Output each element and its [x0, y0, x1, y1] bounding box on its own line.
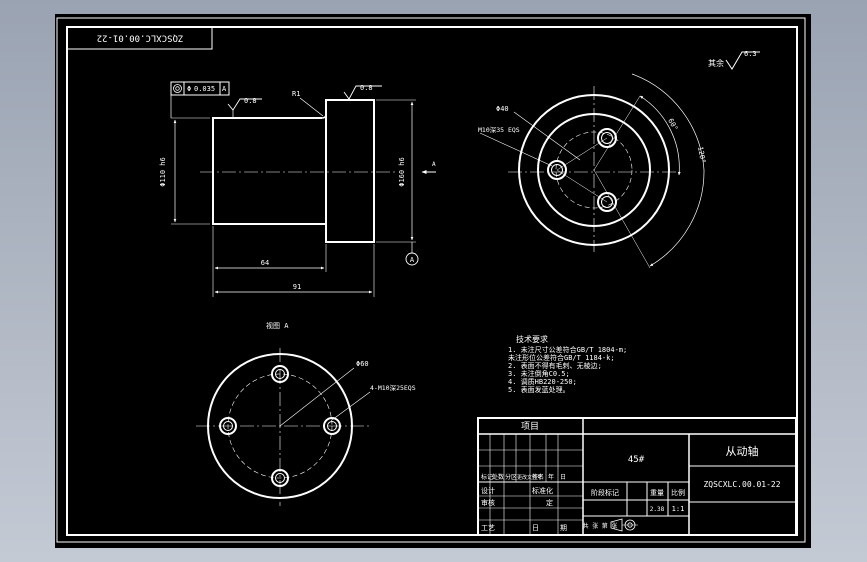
weight-value: 2.38 [650, 506, 665, 513]
process-label: 工艺 [481, 524, 495, 532]
rotated-drawing-number-box: ZQSCXLC.00.01-22 [66, 26, 213, 50]
diameter-right-label: Φ160 h6 [398, 157, 406, 187]
tech-req-line: 未注形位公差符合GB/T 1184-k; [508, 353, 615, 362]
tolerance-datum: A [222, 85, 227, 93]
revision-doc-header: 更改文件号 [517, 474, 542, 481]
datum-circle [405, 252, 419, 266]
title-block-text: 项目 45# 从动轴 ZQSCXLC.00.01-22 阶段标记 重量 比例 2… [481, 421, 781, 532]
circle-dia-label: Φ40 [496, 105, 509, 113]
technical-requirements: 技术要求 1. 未注尺寸公差符合GB/T 1804-m; 未注形位公差符合GB/… [508, 334, 627, 394]
roughness-icon-2 [343, 85, 382, 100]
tech-req-line: 3. 未注倒角C0.5; [508, 369, 570, 378]
dim-91: 91 [293, 283, 301, 291]
revision-sign-header: 签名 [532, 473, 544, 481]
dim-64: 64 [261, 259, 269, 267]
scale-value: 1:1 [672, 505, 685, 513]
view-a-title: 视图 A [266, 321, 289, 330]
scale-label: 比例 [671, 488, 685, 497]
hole-thread-label: M10深35 EQS [478, 125, 520, 134]
concentricity-icon [173, 84, 182, 93]
roughness-other: 其余 6.3 [708, 50, 760, 70]
tech-req-line: 5. 表面发蓝处理。 [508, 385, 570, 394]
view-a: 视图 A Φ60 4-M10深25EQS [196, 321, 416, 506]
front-view: R1 Φ 0.035 A 0.8 0.8 Φ110 h6 Φ160 h6 A [159, 81, 436, 297]
rotated-drawing-number: ZQSCXLC.00.01-22 [97, 33, 184, 43]
drawing-viewport[interactable] [55, 14, 811, 548]
review-label: 审核 [481, 498, 495, 507]
roughness-value-2: 0.8 [360, 84, 373, 92]
title-block [477, 417, 797, 536]
date-label-1: 日 [532, 524, 539, 532]
sheet-info: 共 张 第 张 [583, 522, 618, 530]
approve-label: 定 [546, 498, 553, 507]
material-label: 45# [628, 455, 645, 465]
standardization-label: 标准化 [532, 486, 553, 495]
weight-label: 重量 [650, 489, 664, 497]
tolerance-frame [170, 81, 230, 96]
revision-count-header: 处数 [492, 473, 504, 481]
tech-req-line: 4. 调质HB220-250; [508, 377, 577, 386]
diameter-left-label: Φ110 h6 [159, 157, 167, 187]
svg-text:Φ: Φ [187, 85, 191, 93]
part-name: 从动轴 [726, 444, 759, 458]
roughness-other-value: 6.3 [744, 50, 757, 58]
tech-req-line: 1. 未注尺寸公差符合GB/T 1804-m; [508, 345, 627, 354]
revision-year-header: 年 [548, 473, 554, 481]
projection-symbol-icon [610, 518, 638, 532]
tech-req-line: 2. 表面不得有毛刺、无棱边; [508, 361, 602, 370]
sheet-outer-border [56, 17, 806, 543]
section-label: A [432, 161, 436, 168]
radius-label: R1 [292, 90, 300, 98]
sheet-inner-border [66, 26, 798, 536]
roughness-symbol-icon [725, 51, 760, 70]
project-label: 项目 [521, 421, 539, 432]
design-label: 设计 [481, 486, 495, 495]
roughness-other-label: 其余 [708, 58, 724, 68]
revision-mark-header: 标记 [481, 473, 493, 481]
drawing-number: ZQSCXLC.00.01-22 [703, 480, 780, 489]
stage-mark-label: 阶段标记 [591, 488, 619, 497]
revision-zone-header: 分区 [505, 473, 517, 481]
tolerance-value: 0.035 [194, 85, 215, 93]
roughness-icon-1 [227, 98, 262, 111]
date-label-2: 期 [560, 524, 567, 532]
tech-req-title: 技术要求 [516, 334, 548, 344]
datum-label: A [410, 256, 415, 264]
angle-120-label: 120° [696, 146, 707, 164]
side-view: 60° 120° Φ40 M10深35 EQS [478, 73, 707, 269]
view-a-holes-label: 4-M10深25EQS [370, 383, 416, 392]
view-a-dia-label: Φ60 [356, 360, 369, 368]
revision-day-header: 日 [560, 474, 566, 481]
roughness-value-1: 0.8 [244, 97, 257, 105]
